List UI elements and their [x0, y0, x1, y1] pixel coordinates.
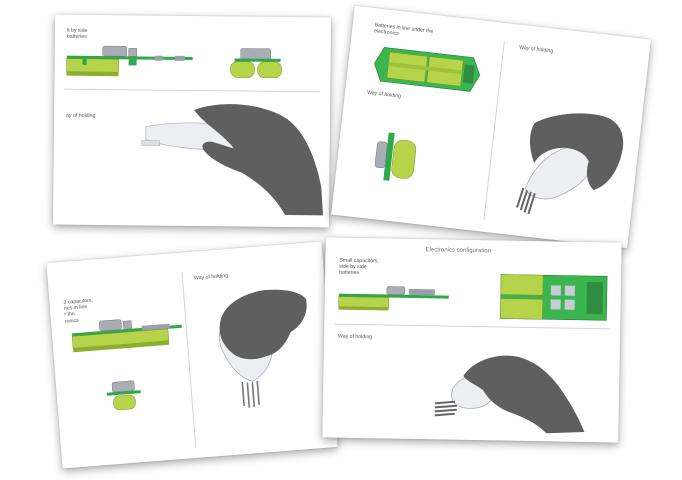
holding-illustration [219, 289, 307, 408]
hand-icon [219, 289, 307, 360]
sheet-2-illustrations [374, 47, 624, 215]
hand-icon [529, 113, 624, 191]
holding-illustration [434, 355, 585, 434]
connector-pins [434, 400, 457, 417]
electronics-side-view [338, 286, 449, 311]
connector-pins [516, 187, 536, 215]
holding-illustration [516, 113, 624, 215]
sheet-batteries-in-line: Batteries in line under the electronics … [331, 5, 651, 249]
connector-pins [241, 380, 260, 408]
sheet-side-by-side-batteries: lt by side batteries ay of holding [52, 14, 332, 228]
sheet-3-illustrations [71, 289, 307, 411]
electronics-end-view [374, 132, 417, 181]
sheet-three-capacitors: 3 capacitors, ries in line r the ronics … [46, 241, 338, 469]
sheet-1-illustrations [66, 45, 282, 79]
electronics-top-view [374, 47, 481, 92]
holding-label: Way of holding [337, 333, 373, 341]
sheet-4-illustrations [338, 274, 608, 434]
electronics-end-view [106, 380, 141, 411]
electronics-top-view [500, 274, 608, 321]
hand-icon [194, 104, 324, 216]
electronics-side-view [71, 319, 182, 353]
holding-illustration [141, 104, 324, 216]
electronics-end-view [230, 48, 282, 79]
hand-icon [463, 355, 585, 434]
sheet-small-capacitors: Electronics configuration Small capacito… [322, 237, 622, 443]
electronics-side-view [66, 45, 193, 77]
